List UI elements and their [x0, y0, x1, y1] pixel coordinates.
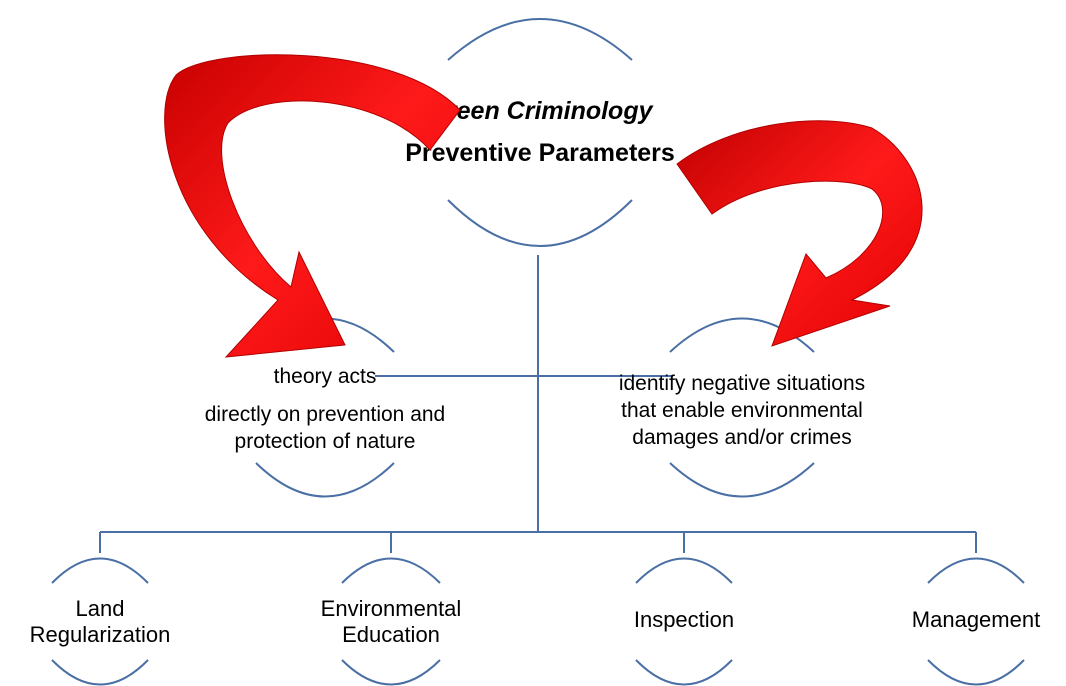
leaf-node-2-top-arc: [341, 557, 441, 584]
middle-right-line-2: that enable environmental: [621, 399, 863, 422]
middle-left-node-bottom-arc: [255, 462, 395, 498]
leaf-2-line-1: Environmental: [320, 596, 462, 621]
middle-right-line-1: identify negative situations: [618, 372, 866, 395]
middle-left-line-2: directly on prevention and: [204, 403, 446, 426]
middle-right-line-3: damages and/or crimes: [632, 426, 852, 449]
root-node-top-arc: [447, 18, 633, 61]
middle-left-node-top-arc: [255, 317, 395, 353]
leaf-node-3-top-arc: [635, 557, 733, 584]
leaf-node-3-bottom-arc: [635, 659, 733, 686]
leaf-node-2-bottom-arc: [341, 659, 441, 686]
middle-right-node-top-arc: [669, 317, 815, 353]
middle-right-node-bottom-arc: [669, 462, 815, 498]
leaf-node-4-top-arc: [927, 557, 1025, 584]
middle-left-line-1: theory acts: [273, 365, 377, 388]
leaf-1-line-1: Land: [75, 596, 125, 621]
leaf-1-line-2: Regularization: [29, 622, 171, 647]
root-title: Green Criminology: [427, 97, 653, 125]
root-subtitle: Preventive Parameters: [405, 139, 675, 167]
leaf-node-4-bottom-arc: [927, 659, 1025, 686]
leaf-2-line-2: Education: [342, 622, 440, 647]
middle-left-line-3: protection of nature: [234, 430, 416, 453]
leaf-4-line-1: Management: [911, 607, 1041, 632]
leaf-3-line-1: Inspection: [633, 607, 735, 632]
leaf-node-1-bottom-arc: [51, 659, 149, 686]
root-node-bottom-arc: [447, 199, 633, 247]
leaf-node-1-top-arc: [51, 557, 149, 584]
